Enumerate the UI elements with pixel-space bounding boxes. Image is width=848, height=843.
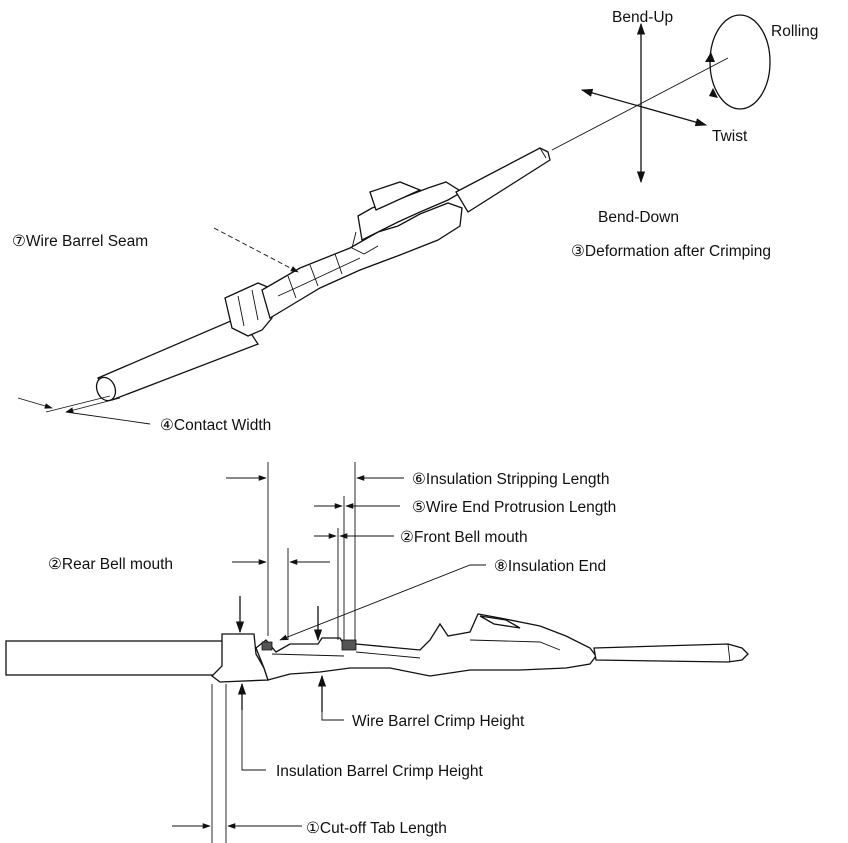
label-insulation-barrel-crimp-height: Insulation Barrel Crimp Height bbox=[276, 763, 483, 780]
isometric-terminal bbox=[95, 147, 551, 402]
side-view-terminal bbox=[5, 596, 749, 712]
label-insulation-stripping-length: ⑥Insulation Stripping Length bbox=[412, 471, 609, 488]
label-front-bell-mouth: ②Front Bell mouth bbox=[400, 529, 528, 546]
rolling-icon bbox=[709, 14, 771, 110]
label-cutoff-tab-length: ①Cut-off Tab Length bbox=[306, 820, 447, 837]
label-rear-bell-mouth: ②Rear Bell mouth bbox=[48, 556, 173, 573]
label-contact-width: ④Contact Width bbox=[160, 417, 271, 434]
label-wire-end-protrusion-length: ⑤Wire End Protrusion Length bbox=[412, 499, 616, 516]
label-bend-up: Bend-Up bbox=[612, 9, 673, 26]
label-deformation: ③Deformation after Crimping bbox=[571, 243, 771, 260]
label-bend-down: Bend-Down bbox=[598, 209, 679, 226]
label-rolling: Rolling bbox=[771, 23, 818, 40]
contact-width-dimension bbox=[17, 395, 151, 425]
dimension-lines bbox=[172, 462, 486, 843]
label-insulation-end: ⑧Insulation End bbox=[494, 558, 606, 575]
deformation-axes bbox=[551, 14, 771, 184]
label-wire-barrel-crimp-height: Wire Barrel Crimp Height bbox=[352, 713, 525, 730]
label-twist: Twist bbox=[712, 128, 748, 145]
label-wire-barrel-seam: ⑦Wire Barrel Seam bbox=[12, 233, 148, 250]
